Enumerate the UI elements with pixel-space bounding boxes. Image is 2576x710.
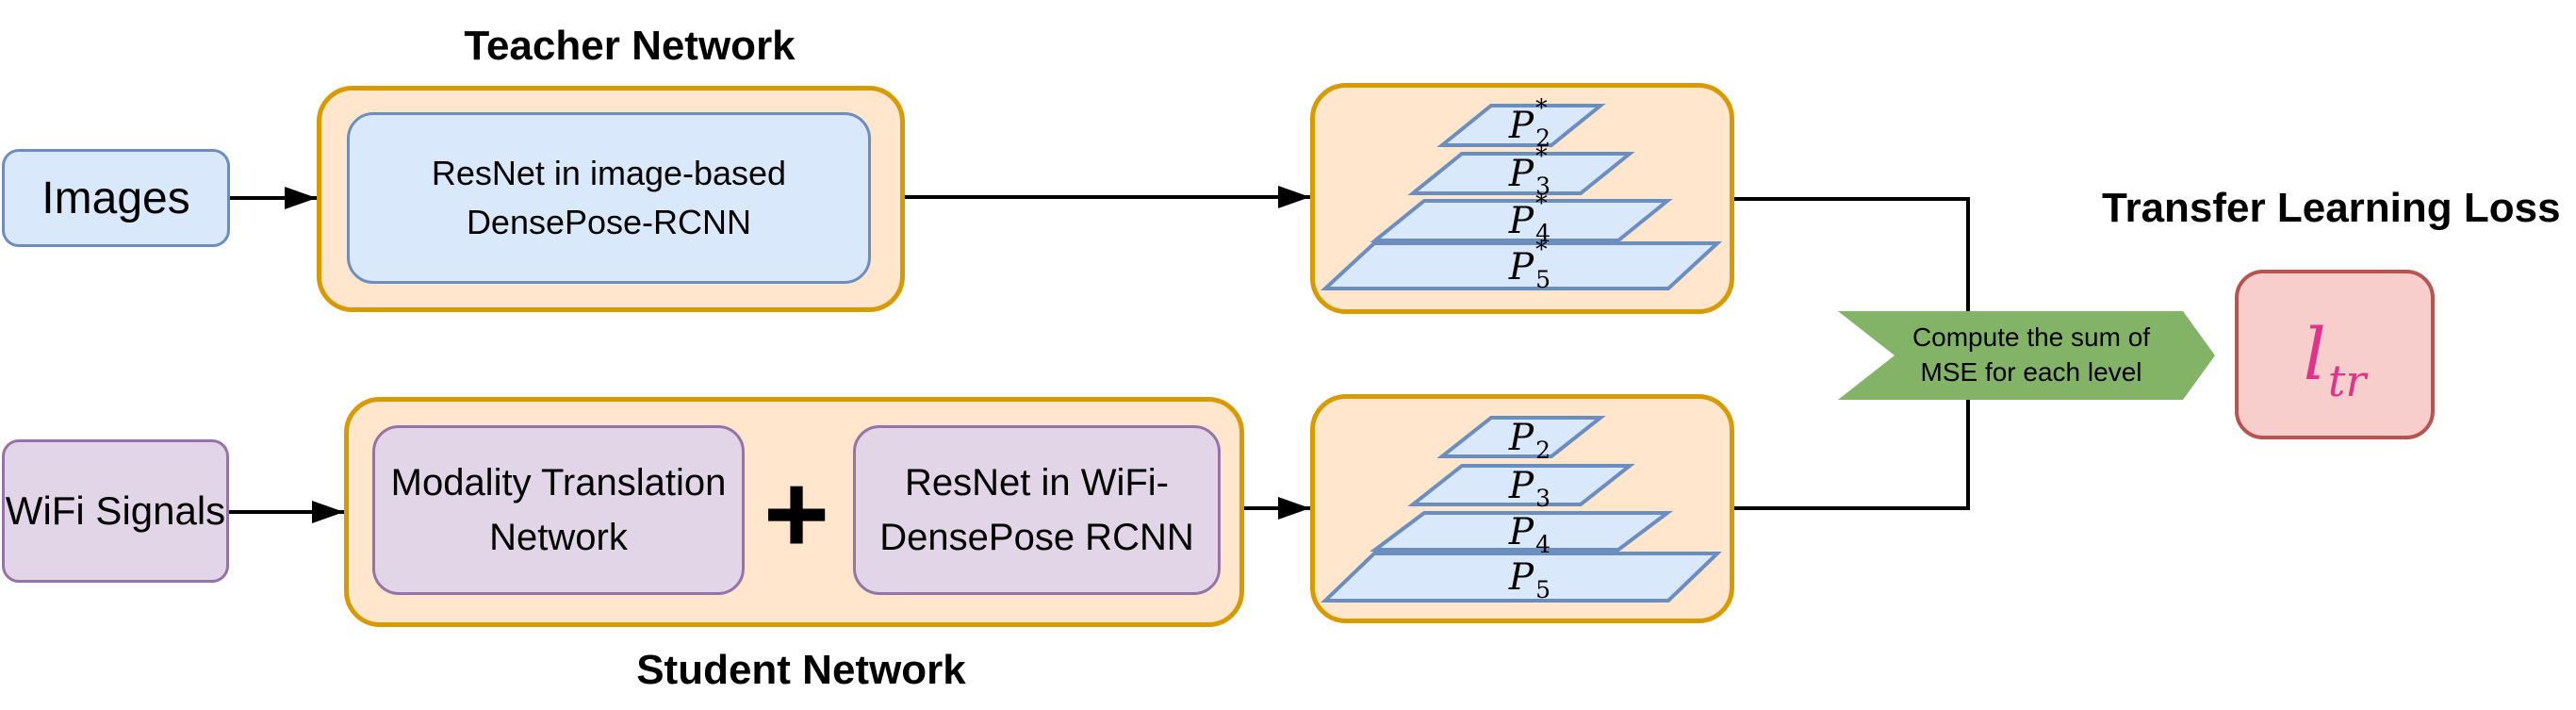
p-subscript: 2 — [1535, 436, 1551, 464]
student-backbone-node: ResNet in WiFi- DensePose RCNN — [853, 425, 1221, 595]
p-superscript: * — [1535, 235, 1548, 263]
teacher-fpn-level-p5-label: P*5 — [1465, 238, 1578, 293]
mse-banner-label: Compute the sum of MSE for each level — [1885, 314, 2177, 397]
teacher-backbone-line2: DensePose-RCNN — [466, 203, 752, 241]
teacher-backbone-node: ResNet in image-based DensePose-RCNN — [347, 112, 871, 284]
student-network-title: Student Network — [636, 647, 966, 693]
loss-symbol-base: l — [2303, 312, 2326, 396]
p-superscript: * — [1535, 93, 1548, 122]
teacher-network-title: Teacher Network — [464, 23, 796, 69]
modality-translation-node: Modality Translation Network — [372, 425, 745, 595]
modality-translation-line2: Network — [489, 517, 628, 558]
mse-banner-line2: MSE for each level — [1920, 357, 2142, 387]
p-base: P — [1508, 104, 1534, 147]
p-superscript: * — [1535, 141, 1548, 170]
student-backbone-line2: DensePose RCNN — [879, 517, 1194, 558]
transfer-loss-symbol: ltr — [2304, 319, 2367, 404]
p-base: P — [1508, 555, 1534, 599]
plus-sign: + — [763, 451, 830, 577]
modality-translation-line1: Modality Translation — [390, 462, 727, 504]
teacher-fpn-level-p2-label: P*2 — [1465, 96, 1578, 150]
images-node: Images — [2, 149, 230, 247]
p-base: P — [1508, 152, 1534, 195]
p-subscript: 5 — [1535, 265, 1551, 293]
p-base: P — [1508, 464, 1534, 507]
p-base: P — [1508, 199, 1534, 242]
p-base: P — [1508, 416, 1534, 459]
p-subscript: 3 — [1535, 484, 1551, 512]
p-base: P — [1508, 245, 1534, 289]
mse-banner-line1: Compute the sum of — [1911, 322, 2151, 353]
loss-symbol-subscript: tr — [2327, 355, 2367, 406]
p-subscript: 5 — [1535, 575, 1551, 603]
transfer-learning-loss-title: Transfer Learning Loss — [2102, 185, 2561, 231]
p-base: P — [1508, 510, 1534, 553]
wifi-signals-node: WiFi Signals — [2, 439, 229, 583]
p-superscript: * — [1535, 189, 1548, 217]
p-subscript: 4 — [1535, 530, 1551, 558]
student-backbone-line1: ResNet in WiFi- — [904, 462, 1170, 504]
teacher-fpn-level-p4-label: P*4 — [1465, 191, 1578, 245]
teacher-backbone-line1: ResNet in image-based — [431, 153, 787, 192]
transfer-loss-node: ltr — [2235, 270, 2435, 439]
teacher-fpn-level-p3-label: P*3 — [1465, 144, 1578, 198]
